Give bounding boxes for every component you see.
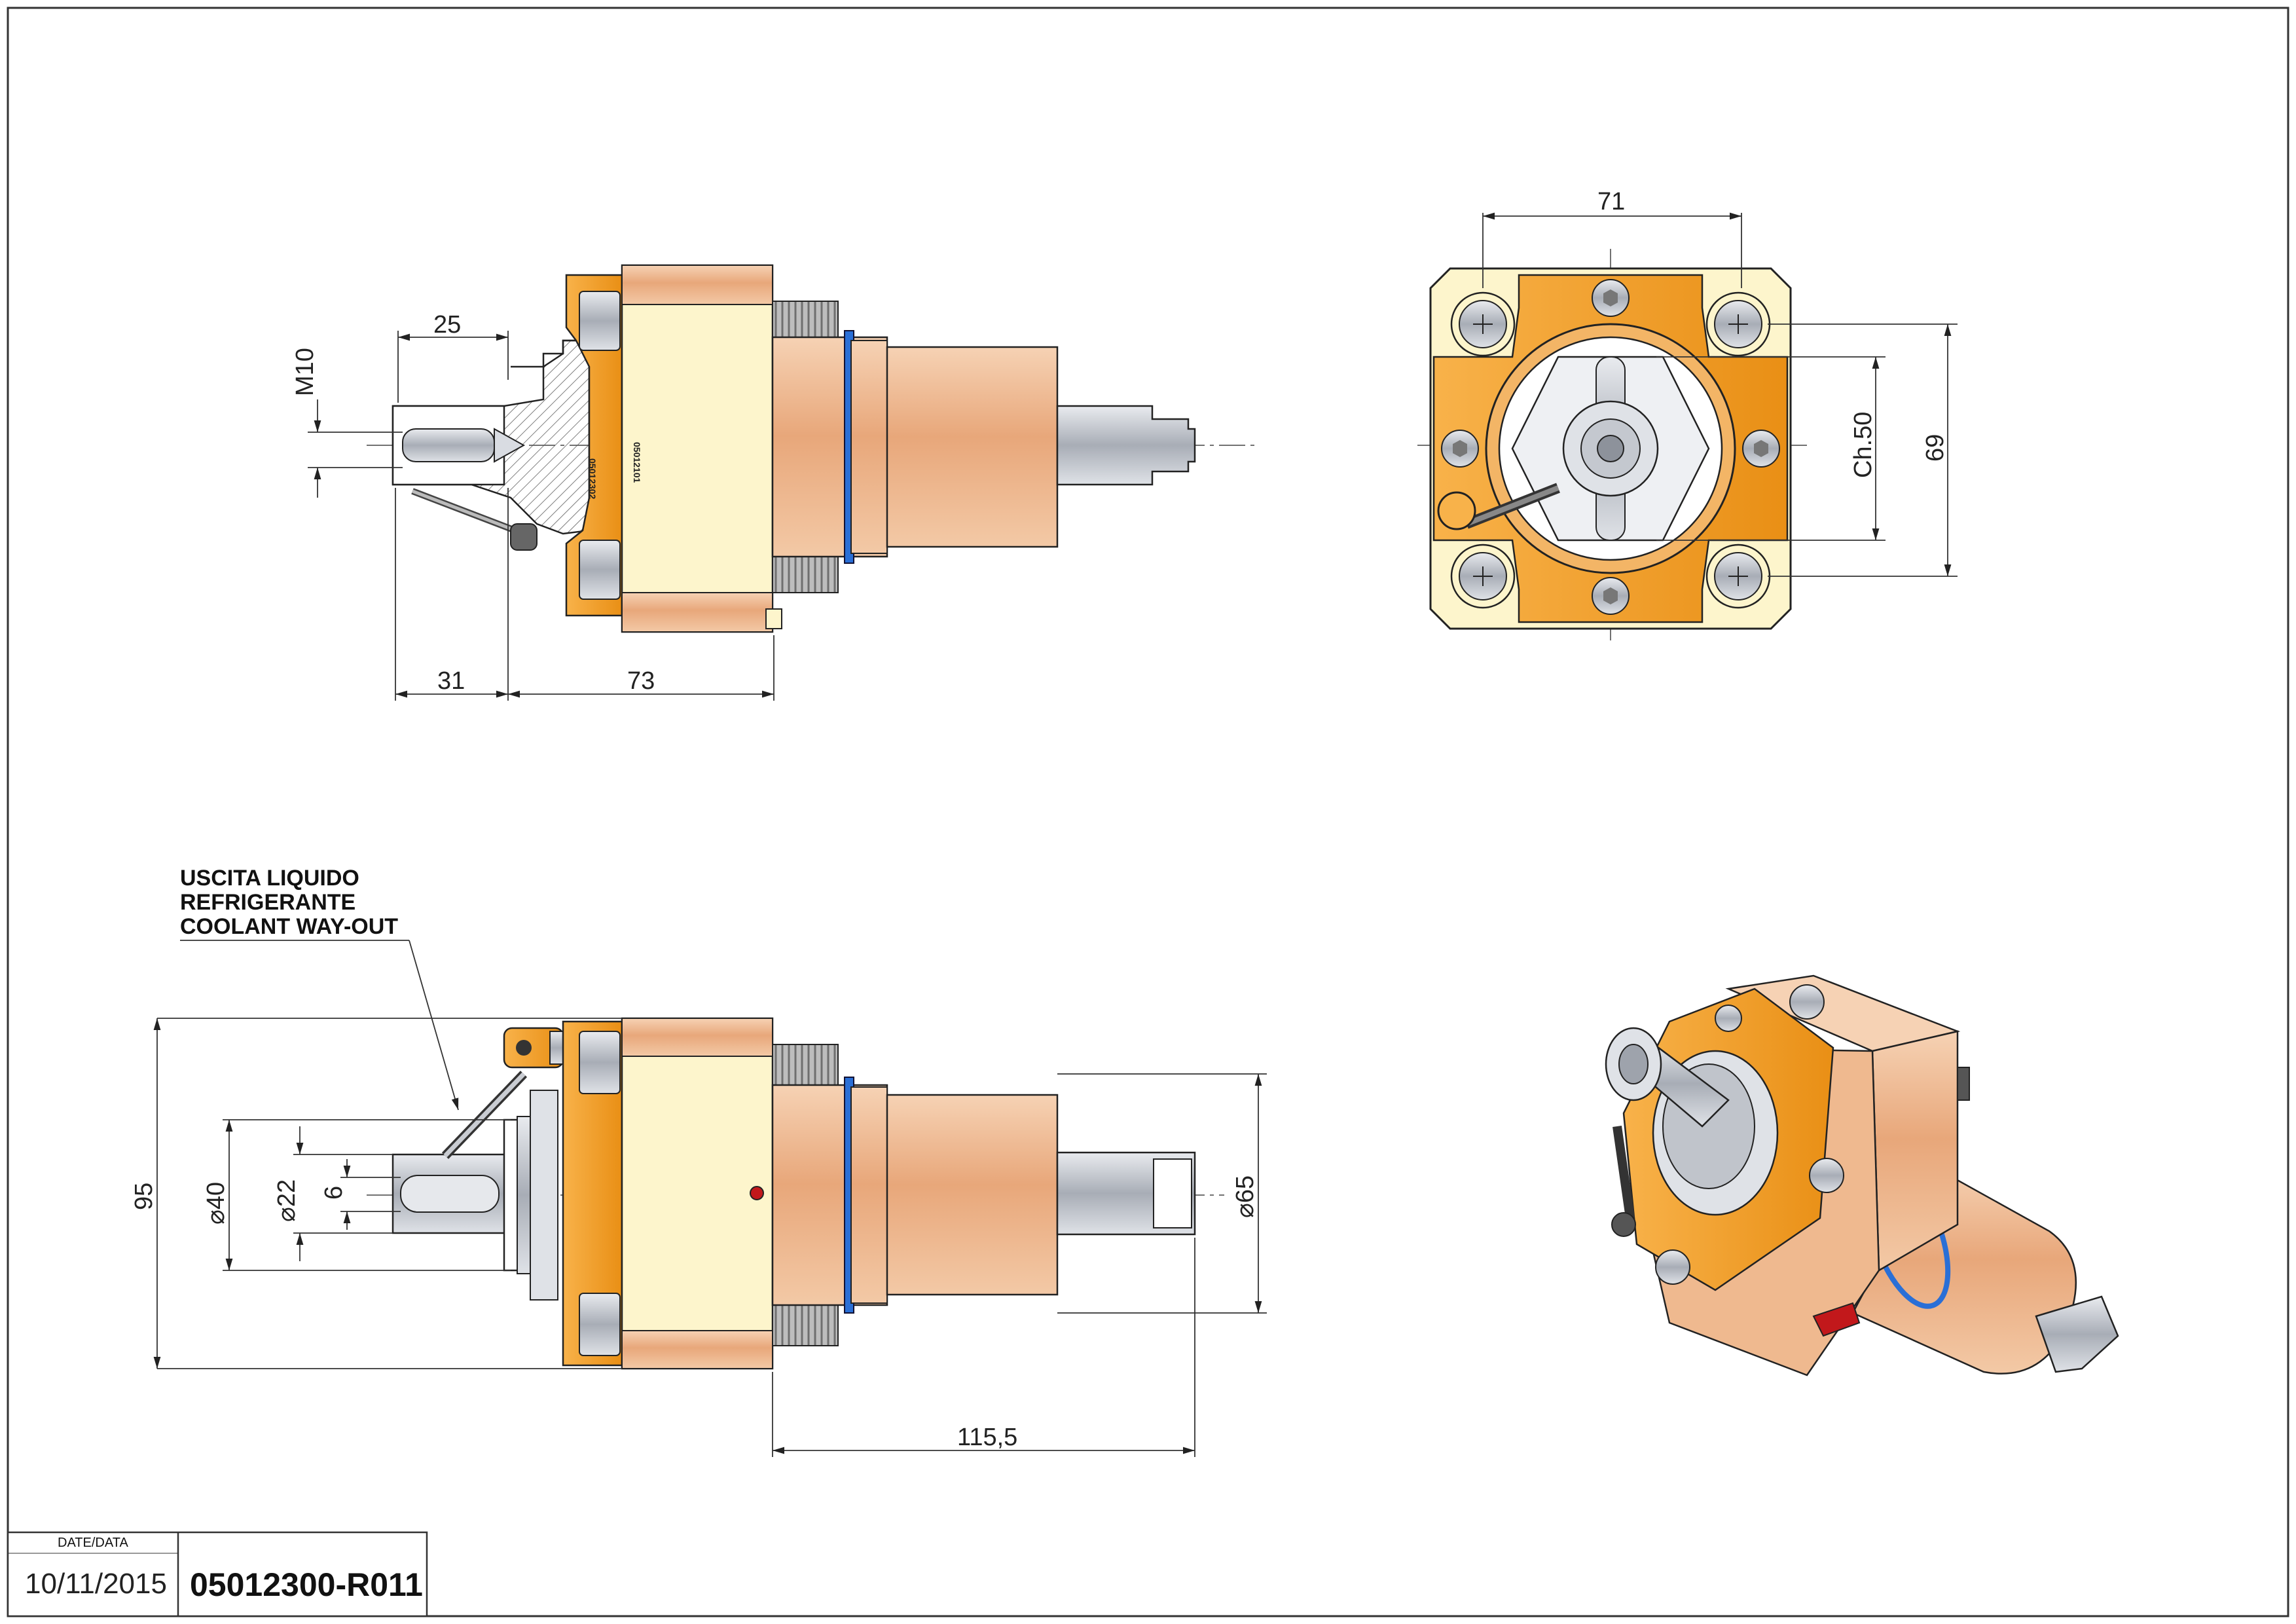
dim-115-5: 115,5 [957,1424,1017,1451]
coolant-note-line-1: USCITA LIQUIDO [180,866,359,891]
isometric-view [1605,974,2119,1376]
dim-31: 31 [437,667,465,695]
dim-m10: M10 [291,348,319,396]
coolant-note-line-2: REFRIGERANTE [180,890,355,915]
m10-bore [402,428,495,462]
dim-95: 95 [130,1183,158,1210]
flange-screw-top [579,291,621,351]
flange-screw-bottom [579,540,621,600]
corner-screw-tl [1450,291,1516,357]
dim-6: 6 [320,1186,348,1200]
corner-screw-tr [1705,291,1771,357]
key-slot [400,1175,500,1213]
cream-body [621,264,774,633]
cap-screw-bottom [1592,577,1630,615]
dim-dia40: ⌀40 [202,1182,230,1225]
flange-screw-bottom-side [579,1293,621,1356]
dim-dia22: ⌀22 [273,1179,301,1222]
sheet-border [7,7,2289,1617]
copper-barrel-side [886,1094,1059,1296]
cap-screw-right [1742,430,1780,468]
dim-ch50: Ch.50 [1850,412,1877,478]
corner-screw-bl [1450,544,1516,609]
dim-69: 69 [1922,434,1949,462]
coolant-note-line-3: COOLANT WAY-OUT [180,914,398,939]
copper-barrel [886,346,1059,548]
coolant-port-dot [750,1186,764,1200]
body-marking-2: 05012302 [587,458,598,500]
thread-stud-bottom [772,556,839,593]
corner-screw-br [1705,544,1771,609]
dim-73: 73 [627,667,655,695]
side-view: 95 ⌀40 ⌀22 6 ⌀65 115,5 USCITA LIQUIDO RE… [130,866,1267,1457]
drive-shaft [1056,405,1196,486]
date-label: DATE/DATA [58,1536,128,1550]
date-value: 10/11/2015 [25,1568,167,1600]
flange-screw-top-side [579,1031,621,1094]
cream-body-side [621,1017,774,1370]
side-section-view: 05012101 05012302 25 M10 31 73 [291,264,1257,701]
cap-screw-left [1441,430,1479,468]
title-block: DATE/DATA 10/11/2015 05012300-R011 [7,1531,428,1617]
iso-shaft [2035,1295,2119,1373]
cap-screw-top [1592,279,1630,317]
iso-coolant-tag [1812,1302,1861,1337]
front-view: 71 Ch.50 69 [1417,188,1958,645]
thread-stud-top [772,301,839,338]
dim-71: 71 [1597,188,1625,215]
drawing-code: 05012300-R011 [190,1566,423,1603]
body-marking-1: 05012101 [632,442,642,483]
dim-25: 25 [433,311,461,339]
dim-dia65: ⌀65 [1231,1175,1259,1218]
